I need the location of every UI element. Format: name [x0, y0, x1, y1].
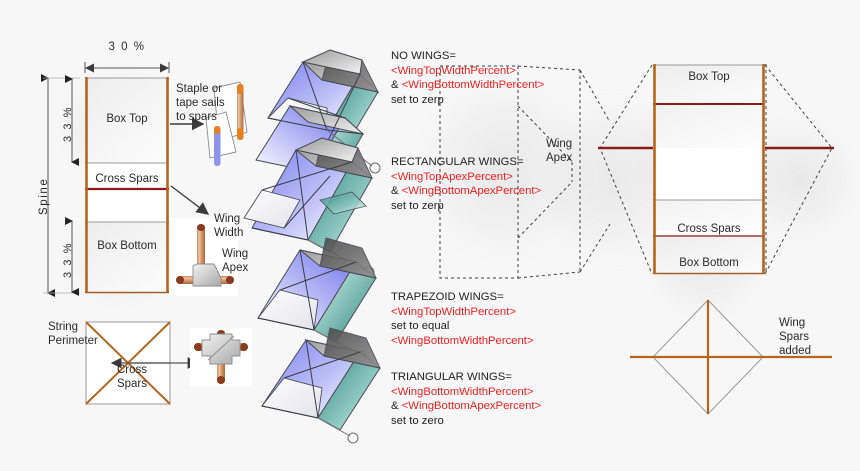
box-bottom-label: Box Bottom — [97, 240, 157, 252]
box-kite-render-3 — [257, 237, 377, 362]
spec-heading: NO WINGS= — [391, 50, 456, 62]
wing-projection-dashed — [439, 65, 611, 279]
parameter-token: <WingBottomWidthPercent> — [391, 335, 534, 348]
box-top-label: Box Top — [106, 113, 148, 125]
spec-no-wings: NO WINGS=<WingTopWidthPercent>& <WingBot… — [391, 49, 544, 108]
spec-line: <WingBottomWidthPercent> — [391, 334, 534, 349]
spec-line: & <WingBottomApexPercent> — [391, 184, 541, 199]
spec-line: & <WingBottomWidthPercent> — [391, 78, 544, 93]
box-top-label-right: Box Top — [688, 71, 730, 83]
wing-apex-label: Wing Apex — [222, 248, 249, 275]
spec-line: <WingTopApexPercent> — [391, 170, 541, 185]
parameter-token: <WingBottomApexPercent> — [401, 400, 542, 413]
parameter-token: <WingBottomApexPercent> — [401, 185, 542, 198]
staple-sail-illustration — [205, 81, 248, 166]
parameter-token: <WingTopWidthPercent> — [391, 305, 516, 318]
box-kite-render-4 — [261, 327, 381, 444]
wing-width-label: Wing Width — [214, 213, 244, 240]
spec-text: & — [391, 400, 402, 413]
spec-line: & <WingBottomApexPercent> — [391, 399, 541, 414]
spec-line: set to equal — [391, 319, 534, 334]
staple-note: Staple or tape sails to spars — [176, 83, 225, 124]
spec-line: <WingBottomWidthPercent> — [391, 385, 541, 400]
wing-apex-label-right: Wing Apex — [546, 138, 573, 165]
spec-triangular-wings: TRIANGULAR WINGS= <WingBottomWidthPercent… — [391, 370, 541, 429]
bottom-height-dimension-label: 3 3 % — [62, 241, 74, 278]
cross-connector-detail — [190, 328, 252, 386]
spec-heading: RECTANGULAR WINGS= — [391, 156, 524, 168]
spec-text: & — [391, 79, 402, 92]
top-height-dimension-label: 3 3 % — [62, 105, 74, 142]
spec-text: set to zerp — [391, 200, 444, 213]
wing-spars-diamond — [630, 299, 832, 415]
cross-spar-arrow — [170, 185, 210, 215]
winged-kite-front-view — [598, 64, 834, 275]
spec-line: set to zerp — [391, 199, 541, 214]
spine-label: Spine — [38, 177, 50, 215]
cross-spars-label-right: Cross Spars — [677, 223, 741, 235]
spec-text: set to zero — [391, 415, 444, 428]
spec-text: set to equal — [391, 320, 450, 333]
cross-spars-detail-label: Cross Spars — [116, 364, 148, 391]
spec-line: set to zerp — [391, 93, 544, 108]
wing-spars-added-label: Wing Spars added — [779, 317, 811, 358]
spec-line: <WingTopWidthPercent> — [391, 305, 534, 320]
t-joint-detail — [170, 218, 238, 296]
spec-heading: TRAPEZOID WINGS= — [391, 291, 504, 303]
parameter-token: <WingTopApexPercent> — [391, 170, 513, 183]
string-perimeter-square — [85, 321, 200, 405]
spec-heading: TRIANGULAR WINGS= — [391, 371, 512, 383]
width-dimension-30 — [84, 62, 170, 73]
string-perimeter-label: String Perimeter — [48, 321, 98, 348]
spec-trapezoid-wings: TRAPEZOID WINGS= <WingTopWidthPercent> set… — [391, 290, 534, 349]
spec-line: set to zero — [391, 414, 541, 429]
width-dimension-label: 3 0 % — [108, 41, 146, 53]
box-bottom-label-right: Box Bottom — [679, 257, 739, 269]
box-kite-render-1 — [255, 49, 381, 187]
spec-line: <WingTopWidthPercent> — [391, 64, 544, 79]
spec-rectangular-wings: RECTANGULAR WINGS= <WingTopApexPercent>& … — [391, 155, 541, 214]
parameter-token: <WingBottomWidthPercent> — [401, 79, 545, 92]
box-kite-render-2 — [243, 137, 375, 278]
spec-text: set to zerp — [391, 94, 444, 107]
spec-text: & — [391, 185, 402, 198]
parameter-token: <WingBottomWidthPercent> — [391, 385, 534, 398]
spine-panel-drawing — [85, 77, 169, 294]
cross-spars-label: Cross Spars — [95, 173, 159, 185]
parameter-token: <WingTopWidthPercent> — [391, 64, 516, 77]
